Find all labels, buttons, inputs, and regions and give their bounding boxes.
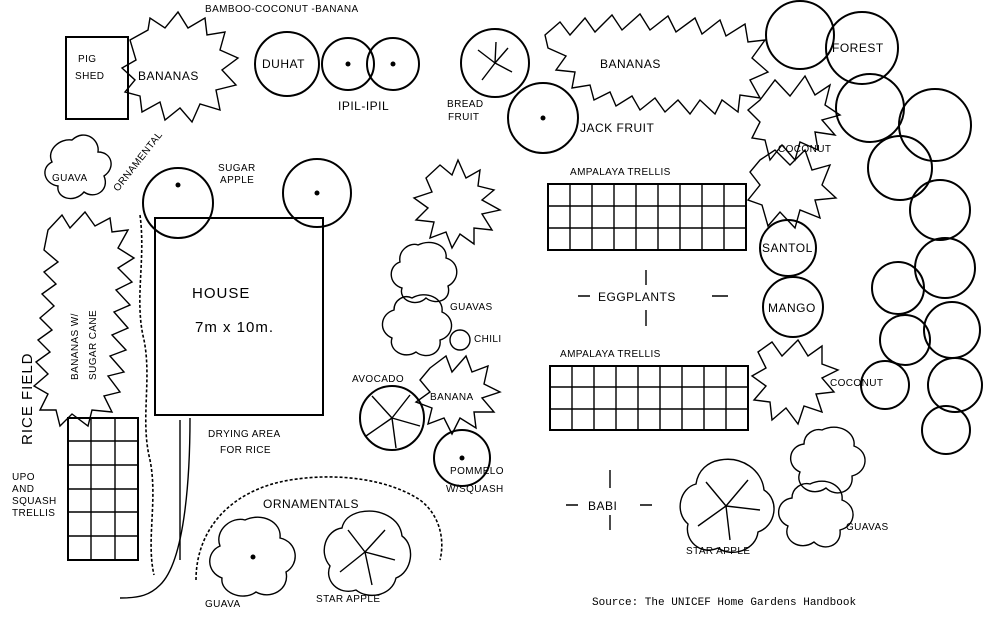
sugar-apple-tree-1-center xyxy=(175,182,181,188)
ampalaya-bottom-label: AMPALAYA TRELLIS xyxy=(560,349,661,360)
pomelo-center xyxy=(459,455,465,461)
jack-fruit-center xyxy=(540,115,546,121)
santol-tree xyxy=(759,219,817,277)
jack-fruit-label: JACK FRUIT xyxy=(580,121,655,135)
ipil-ipil-tree-2 xyxy=(366,37,420,91)
ornamentals-s-border xyxy=(195,476,443,581)
bread-fruit-leaves xyxy=(477,41,513,81)
house-size-label: 7m x 10m. xyxy=(195,319,274,336)
upo-label-2: AND xyxy=(12,484,34,495)
star-apple-mid-label: STAR APPLE xyxy=(686,546,750,557)
upo-label-3: SQUASH xyxy=(12,496,57,507)
chili-label: CHILI xyxy=(474,334,502,345)
upo-squash-trellis xyxy=(67,417,139,561)
ampalaya-top-label: AMPALAYA TRELLIS xyxy=(570,167,671,178)
star-apple-s-tree xyxy=(323,510,412,597)
top-edge-label: BAMBOO-COCONUT -BANANA xyxy=(205,4,359,15)
mango-label: MANGO xyxy=(768,301,816,315)
garden-path xyxy=(119,417,191,599)
bananas-nw-label: BANANAS xyxy=(138,69,199,83)
bread-fruit-label-2: FRUIT xyxy=(448,112,479,123)
house-label: HOUSE xyxy=(192,285,250,302)
sugar-apple-tree-1 xyxy=(142,167,214,239)
rice-field-label: RICE FIELD xyxy=(19,352,36,445)
duhat-tree xyxy=(254,31,320,97)
guava-mid-tree-2 xyxy=(381,294,453,357)
ipil-ipil-label: IPIL-IPIL xyxy=(338,99,389,113)
bread-fruit-tree xyxy=(460,28,530,98)
guavas-se-label: GUAVAS xyxy=(846,522,889,533)
ipil-ipil-tree-1 xyxy=(321,37,375,91)
avocado-tree xyxy=(359,385,425,451)
ampalaya-trellis-top xyxy=(547,183,747,251)
coconut-e-palms xyxy=(750,338,840,426)
babi-label: BABI xyxy=(588,499,617,513)
bananas-n-label: BANANAS xyxy=(600,57,661,71)
pig-shed xyxy=(65,36,129,120)
bananas-sugarcane-label-1: BANANAS W/ xyxy=(70,313,81,380)
bananas-nw-plant xyxy=(120,10,240,124)
bananas-sugarcane-hedge xyxy=(32,210,136,428)
banana-mid-top-plant xyxy=(412,158,502,250)
guava-s-label: GUAVA xyxy=(205,599,241,610)
duhat-label: DUHAT xyxy=(262,57,305,71)
guava-s-tree xyxy=(209,516,296,597)
ipil-ipil-tree-1-center xyxy=(345,61,351,67)
guava-se-tree-2 xyxy=(778,480,854,548)
coconut-ne-label: COCONUT xyxy=(778,144,831,155)
ipil-ipil-tree-2-center xyxy=(390,61,396,67)
guava-mid-tree-1 xyxy=(390,241,458,304)
house-outline xyxy=(154,217,324,416)
guava-w-tree xyxy=(44,134,112,200)
pomelo-label-2: W/SQUASH xyxy=(446,484,504,495)
santol-label: SANTOL xyxy=(762,241,813,255)
forest-label: FOREST xyxy=(832,41,884,55)
sugar-apple-tree-2 xyxy=(282,158,352,228)
pomelo-label-1: POMMELO xyxy=(450,466,504,477)
forest-trees xyxy=(765,0,983,455)
drying-area-label-1: DRYING AREA xyxy=(208,429,281,440)
sugar-apple-label-2: APPLE xyxy=(220,175,254,186)
drying-area-label-2: FOR RICE xyxy=(220,445,271,456)
star-apple-mid-tree xyxy=(679,458,775,553)
chili-plant xyxy=(449,329,471,351)
coconut-e-label: COCONUT xyxy=(830,378,883,389)
upo-label-4: TRELLIS xyxy=(12,508,55,519)
guava-se-tree-1 xyxy=(790,426,866,494)
ornamental-border-w xyxy=(139,214,155,576)
ampalaya-trellis-bottom xyxy=(549,365,749,431)
coconut-ne-palms xyxy=(746,74,842,230)
mango-tree xyxy=(762,276,824,338)
pomelo-tree xyxy=(433,429,491,487)
star-apple-s-label: STAR APPLE xyxy=(316,594,380,605)
pig-shed-label-1: PIG xyxy=(78,54,96,65)
bananas-sugarcane-label-2: SUGAR CANE xyxy=(88,310,99,380)
sugar-apple-label-1: SUGAR xyxy=(218,163,256,174)
banana-mid-label: BANANA xyxy=(430,392,474,403)
guava-s-center xyxy=(250,554,256,560)
jack-fruit-tree xyxy=(507,82,579,154)
eggplants-label: EGGPLANTS xyxy=(598,290,676,304)
source-caption: Source: The UNICEF Home Gardens Handbook xyxy=(592,597,856,609)
bread-fruit-label-1: BREAD xyxy=(447,99,483,110)
upo-label-1: UPO xyxy=(12,472,35,483)
sugar-apple-tree-2-center xyxy=(314,190,320,196)
ornamentals-s-label: ORNAMENTALS xyxy=(263,497,359,511)
guava-w-label: GUAVA xyxy=(52,173,88,184)
guavas-mid-label: GUAVAS xyxy=(450,302,493,313)
pig-shed-label-2: SHED xyxy=(75,71,104,82)
avocado-label: AVOCADO xyxy=(352,374,404,385)
bananas-n-hedge xyxy=(544,12,770,116)
